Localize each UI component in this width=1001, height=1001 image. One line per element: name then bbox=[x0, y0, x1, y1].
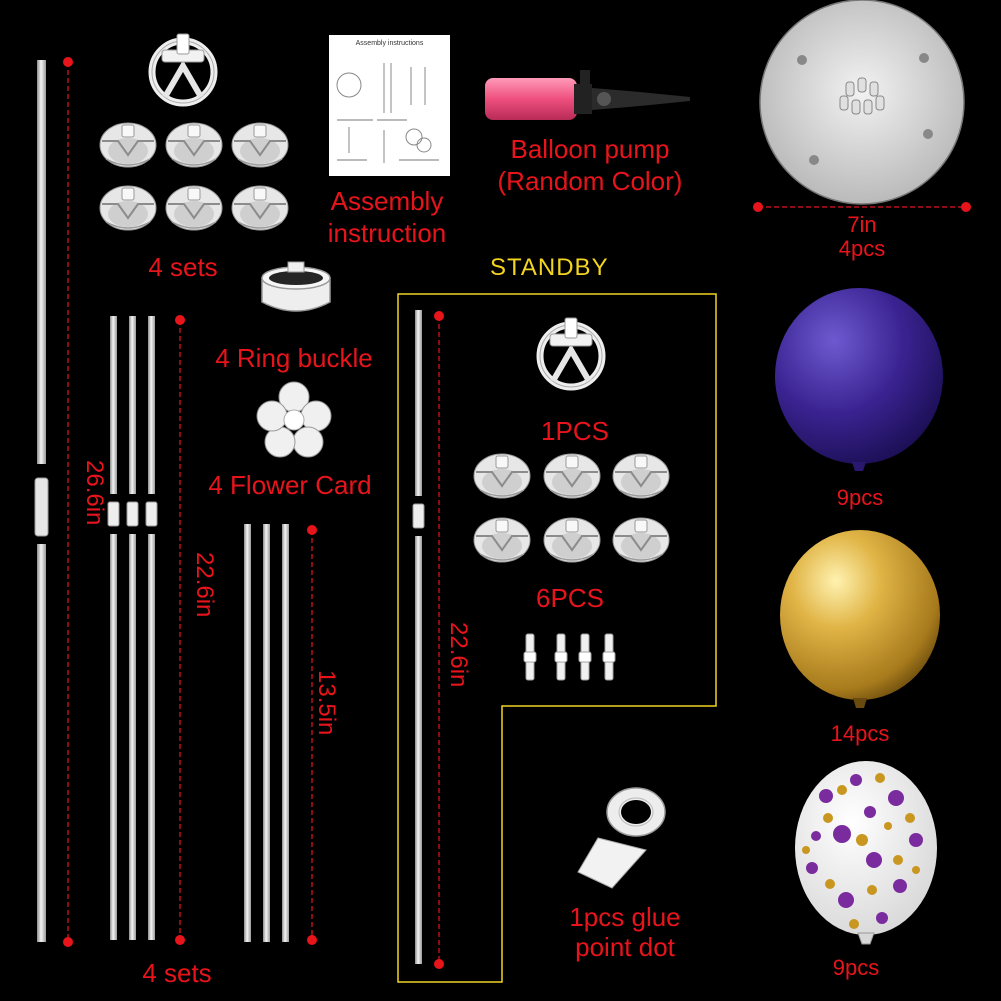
standby-holders-label: 6PCS bbox=[536, 583, 604, 613]
balloon-holders bbox=[99, 122, 289, 231]
assembly-label-line2: instruction bbox=[327, 218, 447, 248]
standby-cup-label: 1PCS bbox=[541, 416, 609, 446]
round-base bbox=[759, 0, 965, 205]
glue-label-line1: 1pcs glue bbox=[569, 902, 681, 932]
dimension-line-7in bbox=[753, 202, 971, 212]
ring-buckle bbox=[261, 261, 331, 312]
confetti-balloon bbox=[795, 761, 937, 945]
cup-ring bbox=[152, 34, 214, 103]
pump-label-line1: Balloon pump bbox=[510, 134, 670, 164]
standby-connectors bbox=[523, 633, 616, 681]
standby-holders bbox=[473, 453, 670, 563]
dimension-line-standby bbox=[434, 311, 444, 969]
confetti-qty-label: 9pcs bbox=[832, 955, 880, 980]
assembly-label-line1: Assembly bbox=[330, 186, 444, 216]
standby-cup-ring bbox=[540, 318, 602, 387]
glue-dot-roll bbox=[577, 787, 666, 889]
bottom-sets-label: 4 sets bbox=[142, 958, 212, 988]
base-size-label: 7in bbox=[847, 212, 877, 237]
poles-13in bbox=[244, 524, 289, 942]
ring-buckle-label: 4 Ring buckle bbox=[215, 343, 373, 373]
gold-balloon bbox=[780, 530, 940, 708]
purple-balloon bbox=[775, 288, 943, 471]
standby-pole-label: 22.6in bbox=[445, 622, 472, 688]
standby-box bbox=[397, 293, 717, 983]
dimension-line-26in bbox=[63, 57, 73, 947]
flower-card bbox=[256, 381, 332, 458]
flower-card-label: 4 Flower Card bbox=[208, 470, 372, 500]
tall-pole bbox=[34, 60, 49, 942]
glue-label-line2: point dot bbox=[575, 932, 675, 962]
pole-13in-label: 13.5in bbox=[313, 670, 340, 736]
pole-22in-label: 22.6in bbox=[191, 552, 218, 618]
standby-label: STANDBY bbox=[490, 254, 609, 281]
top-sets-label: 4 sets bbox=[148, 252, 218, 282]
purple-qty-label: 9pcs bbox=[836, 485, 884, 510]
instruction-diagrams bbox=[336, 63, 439, 163]
pump-label-line2: (Random Color) bbox=[497, 166, 683, 196]
standby-pole bbox=[412, 310, 425, 964]
gold-qty-label: 14pcs bbox=[830, 721, 890, 746]
assembly-instruction-sheet: Assembly instructions bbox=[329, 35, 450, 176]
dimension-line-22in bbox=[175, 315, 185, 945]
dimension-line-13in bbox=[307, 525, 317, 945]
balloon-pump bbox=[485, 70, 690, 120]
base-qty-label: 4pcs bbox=[838, 236, 886, 261]
poles-22in bbox=[107, 316, 158, 940]
pole-26in-label: 26.6in bbox=[81, 460, 108, 526]
instruction-title: Assembly instructions bbox=[355, 40, 424, 47]
